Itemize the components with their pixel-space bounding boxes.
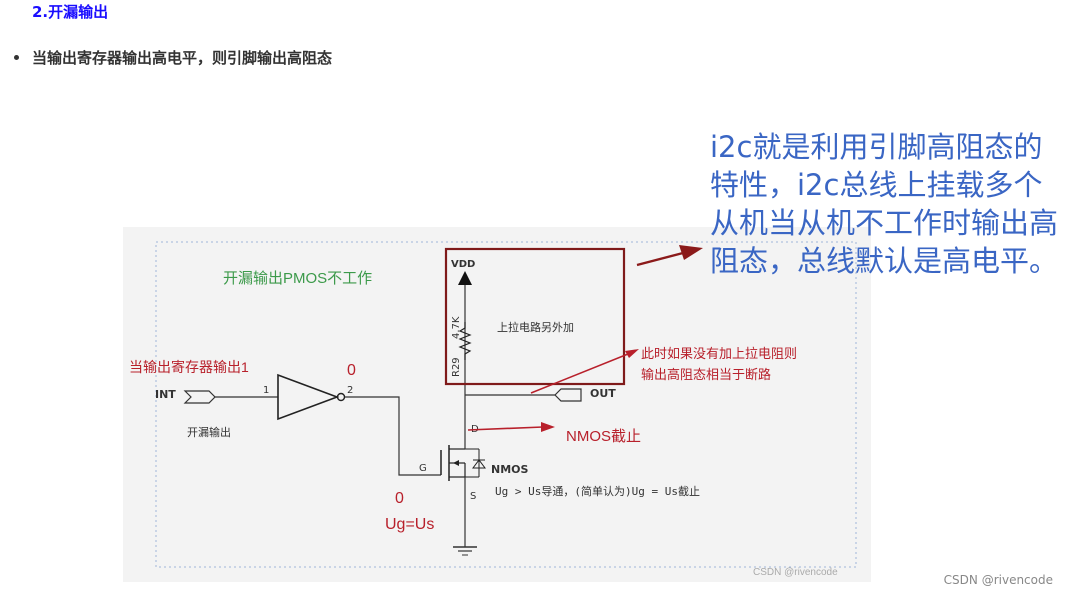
wire-gate <box>345 396 441 476</box>
gate-value: 0 <box>395 490 404 507</box>
circuit-diagram: 开漏输出PMOS不工作 当输出寄存器输出1 0 INT 1 2 开漏输出 G 0… <box>123 227 871 582</box>
circuit-svg: 开漏输出PMOS不工作 当输出寄存器输出1 0 INT 1 2 开漏输出 G 0… <box>129 241 857 578</box>
nmos-label: NMOS <box>491 463 529 476</box>
pullup-box-label: 上拉电路另外加 <box>497 320 574 334</box>
source-label: S <box>470 491 476 502</box>
vdd-arrow-icon <box>458 271 472 285</box>
nmos-arrow-icon <box>453 460 459 466</box>
register-output-label: 当输出寄存器输出1 <box>129 359 249 375</box>
callout-arrow-line <box>636 251 684 267</box>
conduction-note: Ug > Us导通，(简单认为)Ug = Us截止 <box>495 484 700 498</box>
int-connector-icon <box>183 390 216 404</box>
pullup-highlight-box <box>444 247 626 386</box>
body-diode-icon <box>472 459 486 469</box>
dotted-frame <box>155 241 857 568</box>
no-pullup-note-line1: 此时如果没有加上拉电阻则 <box>641 346 797 361</box>
gate-pin-label: G <box>419 463 427 474</box>
pin1-label: 1 <box>263 385 269 396</box>
inner-watermark: CSDN @rivencode <box>753 567 838 578</box>
vdd-label: VDD <box>451 259 475 270</box>
bullet-dot-icon <box>14 55 19 60</box>
out-label: OUT <box>590 387 616 400</box>
resistor-ref: R29 <box>451 357 462 377</box>
ug-equals-us: Ug=Us <box>385 516 434 533</box>
open-drain-label: 开漏输出 <box>187 425 231 439</box>
pmos-off-label: 开漏输出PMOS不工作 <box>223 270 372 287</box>
note-arrowhead-icon <box>625 349 639 358</box>
no-pullup-note-line2: 输出高阻态相当于断路 <box>641 367 771 382</box>
callout-arrowhead-icon <box>679 245 703 260</box>
bullet-item: 当输出寄存器输出高电平，则引脚输出高阻态 <box>14 47 332 68</box>
nmos-off-arrowhead-icon <box>541 422 555 432</box>
int-label: INT <box>155 388 176 401</box>
inverter-bubble-icon <box>336 392 346 402</box>
pullup-resistor-icon <box>458 322 472 360</box>
bullet-text: 当输出寄存器输出高电平，则引脚输出高阻态 <box>32 49 333 67</box>
nmos-off-label: NMOS截止 <box>566 428 641 445</box>
pin2-label: 2 <box>347 385 353 396</box>
nmos-off-arrow-line <box>467 426 544 431</box>
page-watermark: CSDN @rivencode <box>943 573 1053 587</box>
inverter-output-value: 0 <box>347 362 356 379</box>
section-heading: 2.开漏输出 <box>32 3 109 21</box>
note-arrow-line <box>530 353 629 394</box>
inverter-icon <box>277 373 340 421</box>
i2c-callout-text: i2c就是利用引脚高阻态的特性，i2c总线上挂载多个从机当从机不工作时输出高阻态… <box>710 130 1059 278</box>
resistor-value: 4.7K <box>451 316 462 339</box>
out-connector-icon <box>554 388 582 402</box>
